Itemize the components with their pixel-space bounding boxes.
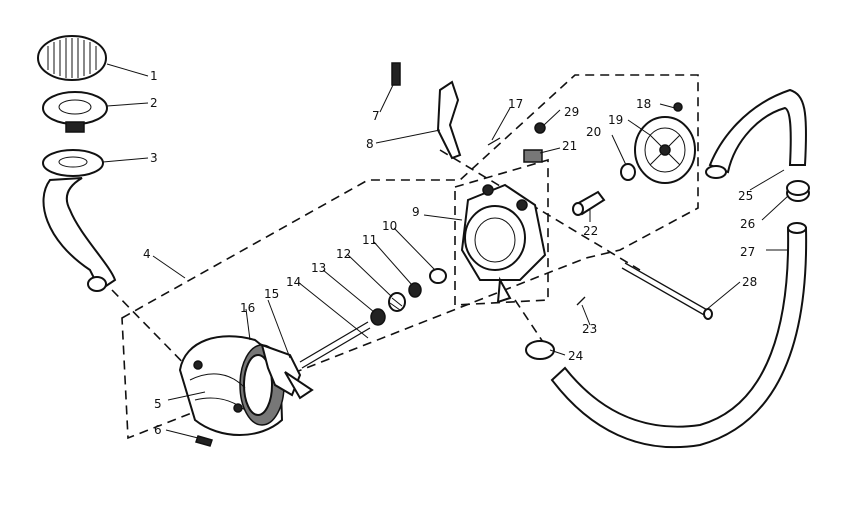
- label-15: 15: [264, 287, 279, 301]
- part-23-pin: [576, 296, 586, 306]
- housing-boundary: [454, 158, 549, 306]
- label-2: 2: [150, 96, 158, 110]
- leader-lines: [102, 63, 789, 439]
- label-19: 19: [608, 113, 623, 127]
- label-14: 14: [286, 275, 301, 289]
- label-18: 18: [636, 97, 651, 111]
- part-22-roller: [572, 190, 606, 216]
- explode-line-b: [439, 149, 641, 271]
- explode-line-c: [514, 299, 546, 346]
- label-8: 8: [366, 137, 374, 151]
- label-29: 29: [564, 105, 579, 119]
- label-3: 3: [150, 151, 158, 165]
- part-28-rod: [621, 262, 713, 320]
- inlet-hose-end: [87, 276, 107, 292]
- part-19-pulley: [634, 116, 696, 184]
- part-27-hose-end: [787, 222, 807, 234]
- label-22: 22: [583, 224, 598, 238]
- part-3-washer: [42, 149, 104, 177]
- part-14-shaft: [299, 321, 371, 369]
- part-21-block: [523, 149, 543, 163]
- part-29-nut: [534, 122, 546, 134]
- part-12-spring: [388, 292, 406, 312]
- part-24-clamp: [525, 340, 555, 360]
- label-11: 11: [362, 233, 377, 247]
- part-27-hose: [550, 227, 808, 449]
- part-11-washer: [408, 282, 422, 298]
- part-10-bearing: [429, 268, 447, 284]
- explode-line-a: [111, 289, 201, 381]
- label-6: 6: [154, 423, 162, 437]
- label-21: 21: [562, 139, 577, 153]
- part-2-cap: [42, 91, 108, 133]
- label-9: 9: [412, 205, 420, 219]
- part-25-hose: [708, 88, 808, 174]
- part-18-screw: [673, 102, 683, 112]
- label-10: 10: [382, 219, 397, 233]
- label-5: 5: [154, 397, 162, 411]
- part-20-washer: [620, 163, 636, 181]
- label-28: 28: [742, 275, 757, 289]
- label-24: 24: [568, 349, 583, 363]
- label-25: 25: [738, 189, 753, 203]
- inlet-hose: [42, 177, 117, 292]
- label-26: 26: [740, 217, 755, 231]
- part-6-screw: [195, 435, 213, 447]
- label-17: 17: [508, 97, 523, 111]
- label-12: 12: [336, 247, 351, 261]
- label-13: 13: [311, 261, 326, 275]
- label-27: 27: [740, 245, 755, 259]
- label-1: 1: [150, 69, 158, 83]
- assembly-boundary: [121, 74, 699, 440]
- label-23: 23: [582, 322, 597, 336]
- part-13-seal: [370, 308, 386, 326]
- part-1-grate-cap: [37, 35, 107, 81]
- label-7: 7: [372, 109, 380, 123]
- part-26-clamp: [786, 180, 810, 202]
- part-9-housing: [460, 183, 547, 304]
- part-7-spring: [391, 62, 401, 86]
- part-25-hose-end: [705, 165, 727, 179]
- part-8-lever: [436, 80, 462, 160]
- part-15-impeller: [260, 343, 314, 400]
- label-20: 20: [586, 125, 601, 139]
- label-16: 16: [240, 301, 255, 315]
- label-4: 4: [143, 247, 151, 261]
- part-17-pin: [487, 137, 501, 146]
